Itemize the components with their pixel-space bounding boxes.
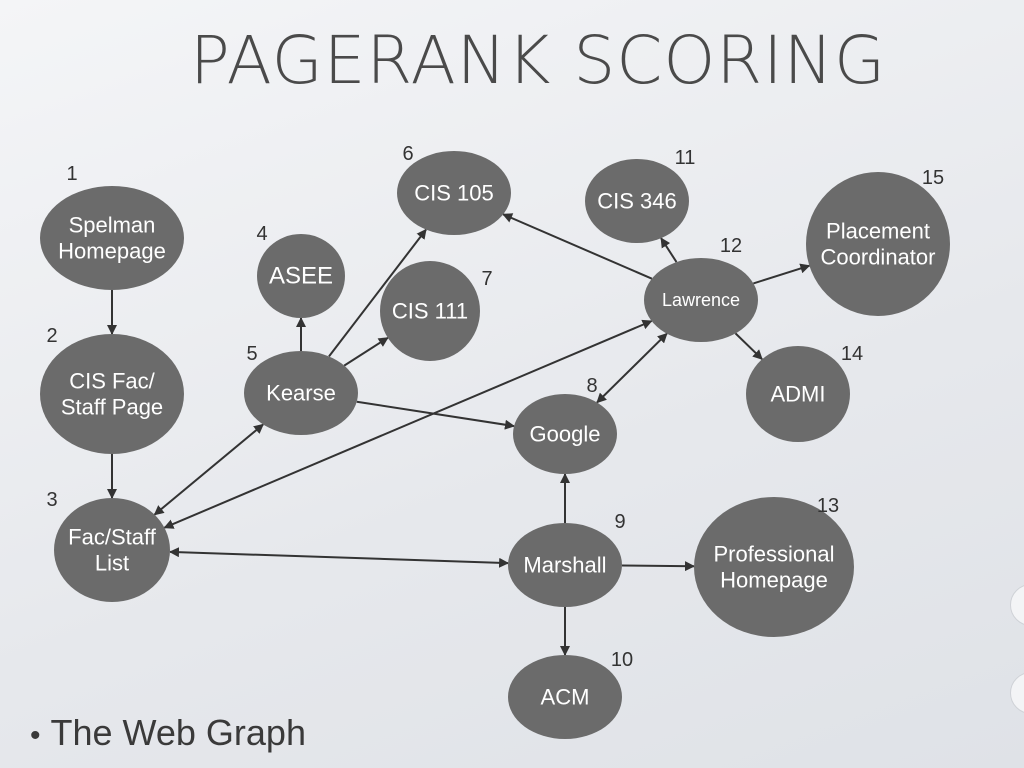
node-5-shape [244, 351, 358, 435]
node-5: Kearse 5 [244, 343, 358, 435]
edge-3-12 [163, 319, 653, 529]
slide-title: PAGERANK SCORING [190, 22, 887, 99]
node-6-number: 6 [402, 143, 413, 165]
edge-3-5 [153, 423, 264, 516]
node-13-shape [694, 497, 854, 637]
node-3-shape [54, 498, 170, 602]
node-10-label-line-1: ACM [541, 685, 590, 710]
node-14-shape [746, 346, 850, 442]
node-10-shape [508, 655, 622, 739]
node-15-label-line-1: Placement [826, 218, 930, 243]
node-8-number: 8 [586, 375, 597, 397]
node-13-number: 13 [817, 495, 839, 517]
node-8-shape [513, 394, 617, 474]
edge-5-8 [356, 400, 515, 430]
node-6-label-line-1: CIS 105 [414, 181, 494, 206]
node-2-number: 2 [46, 325, 57, 347]
edge-12-8 [596, 332, 668, 404]
node-15-shape [806, 172, 950, 316]
node-11-number: 11 [675, 147, 696, 169]
node-1-label-line-1: Spelman [69, 212, 156, 237]
node-12-shape [644, 258, 758, 342]
node-3-label-line-1: Fac/Staff [68, 524, 157, 549]
node-2: CIS Fac/Staff Page 2 [40, 325, 184, 454]
edge-12-6 [502, 213, 653, 280]
node-9: Marshall 9 [508, 511, 626, 607]
node-1-label-line-2: Homepage [58, 239, 166, 264]
edge-12-11 [660, 237, 678, 263]
edge-12-14 [734, 332, 763, 360]
node-7-label-line-1: CIS 111 [392, 299, 468, 324]
node-4-shape [257, 234, 345, 318]
node-15-number: 15 [922, 167, 944, 189]
node-13-label-line-2: Homepage [720, 568, 828, 593]
node-11-label-line-1: CIS 346 [597, 189, 677, 214]
node-9-shape [508, 523, 622, 607]
node-5-number: 5 [246, 343, 257, 365]
node-7: CIS 111 7 [380, 261, 493, 361]
edge-12-15 [753, 263, 811, 285]
node-3-label-line-2: List [95, 551, 129, 576]
node-8-label-line-1: Google [530, 422, 601, 447]
node-11-shape [585, 159, 689, 243]
edge-5-6 [328, 228, 427, 358]
node-15-label-line-2: Coordinator [821, 245, 936, 270]
node-1-number: 1 [66, 163, 77, 185]
node-12-number: 12 [720, 235, 742, 257]
node-13-label-line-1: Professional [713, 541, 834, 566]
node-14: ADMI 14 [746, 343, 863, 442]
edge-9-13 [621, 561, 695, 572]
node-10: ACM 10 [508, 649, 633, 739]
node-4-label-line-1: ASEE [269, 263, 333, 290]
node-8: Google 8 [513, 375, 617, 474]
node-1-shape [40, 186, 184, 290]
node-11: CIS 346 11 [585, 147, 695, 243]
bullet-text: The Web Graph [50, 712, 306, 753]
node-9-number: 9 [614, 511, 625, 533]
node-6-shape [397, 151, 511, 235]
node-2-label-line-2: Staff Page [61, 395, 163, 420]
node-2-shape [40, 334, 184, 454]
node-10-number: 10 [611, 649, 633, 671]
node-9-label-line-1: Marshall [523, 553, 606, 578]
node-14-label-line-1: ADMI [771, 382, 826, 407]
bullet-item: • The Web Graph [30, 712, 306, 754]
edge-3-9 [169, 547, 510, 568]
node-3-number: 3 [46, 489, 57, 511]
node-12: Lawrence 12 [644, 235, 758, 342]
node-2-label-line-1: CIS Fac/ [69, 368, 155, 393]
node-5-label-line-1: Kearse [266, 381, 336, 406]
node-7-shape [380, 261, 480, 361]
bullet-dot-icon: • [30, 719, 41, 752]
edge-5-7 [343, 336, 389, 367]
node-14-number: 14 [841, 343, 863, 365]
node-12-label-line-1: Lawrence [662, 290, 740, 310]
node-7-number: 7 [481, 268, 492, 290]
node-4-number: 4 [256, 223, 267, 245]
edges-layer [107, 213, 811, 656]
